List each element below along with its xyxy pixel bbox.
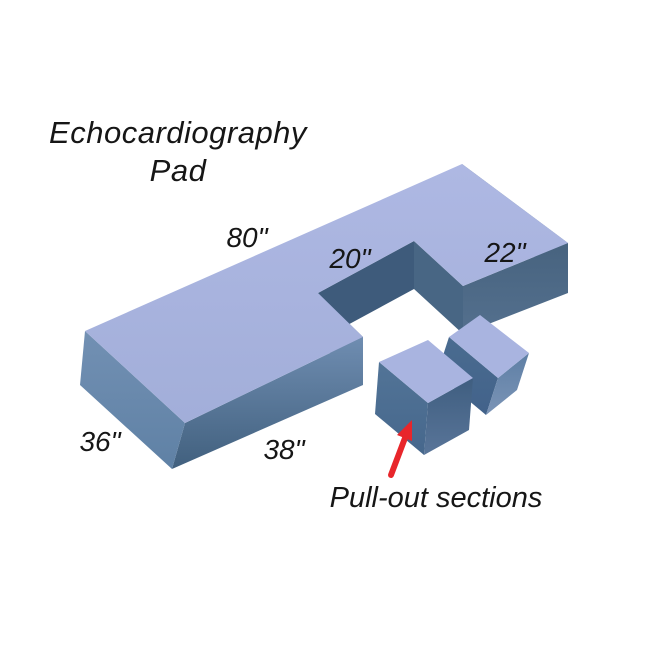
dimension-label-80: 80" xyxy=(226,222,268,253)
pullout-right-se-face xyxy=(486,353,529,415)
pad-body xyxy=(80,164,568,469)
pad-near-right-face xyxy=(463,243,568,334)
dimension-label-20: 20" xyxy=(328,243,371,274)
pullout-arrow-shaft xyxy=(388,435,408,478)
pullout-left-se-face xyxy=(424,378,473,455)
pad-near-left-face xyxy=(172,337,363,469)
diagram-title-line2: Pad xyxy=(150,153,208,188)
pullout-sections-label: Pull-out sections xyxy=(330,482,543,514)
pullout-left-sw-face xyxy=(375,362,428,455)
pullout-arrow xyxy=(388,420,412,478)
pad-notch-far-wall xyxy=(318,241,414,341)
pad-left-cap-face xyxy=(80,331,185,469)
pullout-left-top-face xyxy=(379,340,473,403)
dimension-label-38: 38" xyxy=(263,434,305,465)
pad-top-face xyxy=(85,164,568,423)
dimension-label-22: 22" xyxy=(483,237,526,268)
pullout-section-left xyxy=(375,340,473,455)
dimension-label-36: 36" xyxy=(79,426,121,457)
pad-notch-right-wall xyxy=(414,241,463,334)
pullout-right-top-face xyxy=(449,315,529,378)
pullout-arrow-head xyxy=(397,420,412,441)
diagram-title-line1: Echocardiography xyxy=(49,115,309,150)
